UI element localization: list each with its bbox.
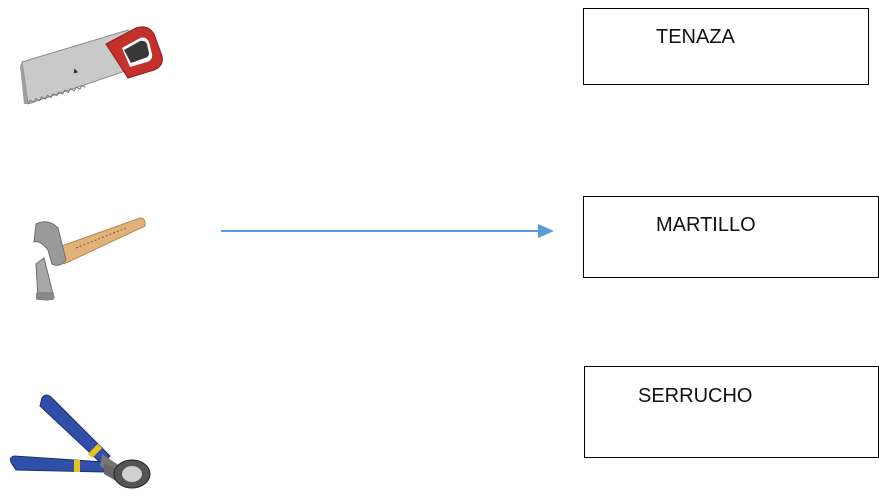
word-box-martillo[interactable]: [583, 196, 879, 278]
pincers-icon: [9, 394, 151, 489]
svg-text:▲: ▲: [70, 65, 80, 76]
word-label-martillo: MARTILLO: [656, 214, 756, 236]
word-label-serrucho: SERRUCHO: [638, 385, 753, 407]
hammer-icon: [33, 217, 146, 301]
word-box-tenaza[interactable]: [583, 8, 869, 85]
word-box-serrucho[interactable]: [584, 366, 879, 458]
word-label-tenaza: TENAZA: [656, 26, 735, 48]
saw-icon: ▲: [20, 26, 163, 105]
